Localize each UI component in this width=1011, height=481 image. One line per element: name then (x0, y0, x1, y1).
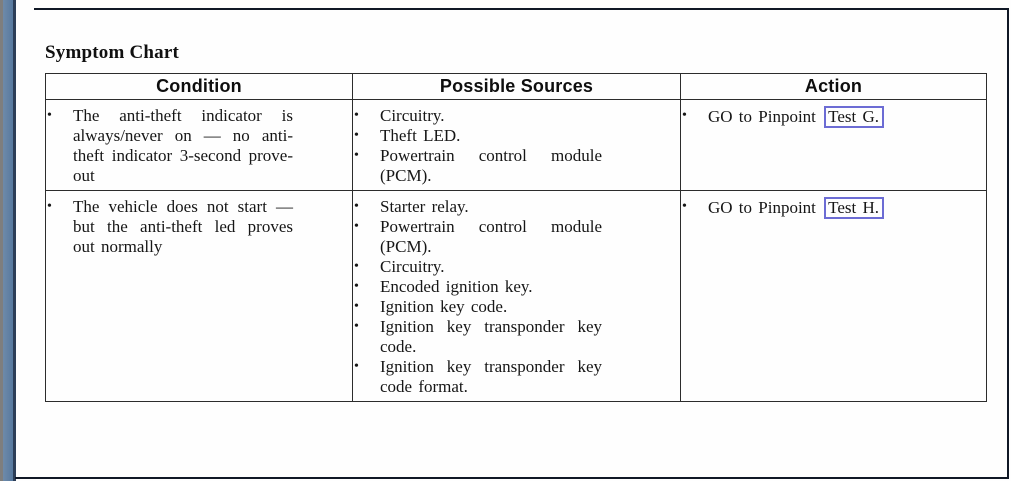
bullet-icon: • (354, 108, 359, 123)
source-text: Circuitry. (380, 106, 445, 125)
source-item: • Ignition key code. (353, 297, 674, 317)
bullet-icon: • (354, 128, 359, 143)
bullet-icon: • (354, 219, 359, 234)
source-item: • Ignition key transponder key code forma… (353, 357, 674, 397)
bullet-icon: • (47, 108, 52, 123)
page-border-right (1007, 8, 1009, 478)
page-border-top (34, 8, 1009, 10)
pinpoint-test-link[interactable]: Test H. (824, 197, 885, 219)
column-header-possible-sources: Possible Sources (352, 73, 681, 100)
source-item: • Powertrain control module (PCM). (353, 217, 674, 257)
symptom-table: Condition Possible Sources Action • The a… (45, 73, 987, 402)
bullet-icon: • (354, 299, 359, 314)
header-row: Condition Possible Sources Action (45, 73, 987, 100)
page-edge-shadow (0, 0, 3, 481)
action-text: GO to Pinpoint Test H. (708, 197, 885, 219)
table-row: • The anti-theft indicator is always/neve… (45, 99, 987, 191)
action-cell: • GO to Pinpoint Test G. (680, 99, 987, 191)
condition-cell: • The anti-theft indicator is always/neve… (45, 99, 353, 191)
condition-item: • The anti-theft indicator is always/neve… (46, 106, 346, 186)
sources-cell: • Circuitry. • Theft LED. • Powertrain contro… (352, 99, 681, 191)
action-text: GO to Pinpoint Test G. (708, 106, 885, 128)
source-item: • Circuitry. (353, 257, 674, 277)
bullet-icon: • (47, 199, 52, 214)
pinpoint-test-link[interactable]: Test G. (824, 106, 885, 128)
symptom-table-body: • The anti-theft indicator is always/neve… (45, 99, 987, 402)
binder-bar-line (13, 0, 16, 481)
source-item: • Powertrain control module (PCM). (353, 146, 674, 186)
bullet-icon: • (354, 148, 359, 163)
condition-text: The anti-theft indicator is always/never… (73, 106, 293, 185)
bullet-icon: • (682, 108, 687, 123)
action-item: • GO to Pinpoint Test H. (681, 197, 980, 219)
condition-text: The vehicle does not start — but the ant… (73, 197, 293, 256)
action-prefix: GO to Pinpoint (708, 107, 823, 126)
page-title: Symptom Chart (45, 42, 180, 63)
binder-bar (3, 0, 13, 481)
condition-cell: • The vehicle does not start — but the an… (45, 190, 353, 402)
bullet-icon: • (354, 279, 359, 294)
source-text: Circuitry. (380, 257, 445, 276)
source-item: • Encoded ignition key. (353, 277, 674, 297)
page-border-bottom (15, 477, 1009, 479)
source-text: Theft LED. (380, 126, 461, 145)
action-cell: • GO to Pinpoint Test H. (680, 190, 987, 402)
source-item: • Starter relay. (353, 197, 674, 217)
source-item: • Circuitry. (353, 106, 674, 126)
source-item: • Theft LED. (353, 126, 674, 146)
bullet-icon: • (682, 199, 687, 214)
column-header-action: Action (680, 73, 987, 100)
source-text: Ignition key transponder key code format… (380, 357, 602, 396)
action-prefix: GO to Pinpoint (708, 198, 823, 217)
source-text: Ignition key code. (380, 297, 508, 316)
bullet-icon: • (354, 319, 359, 334)
source-text: Starter relay. (380, 197, 469, 216)
bullet-icon: • (354, 259, 359, 274)
bullet-icon: • (354, 359, 359, 374)
column-header-condition: Condition (45, 73, 353, 100)
source-item: • Ignition key transponder key code. (353, 317, 674, 357)
table-row: • The vehicle does not start — but the an… (45, 190, 987, 402)
source-text: Encoded ignition key. (380, 277, 533, 296)
sources-cell: • Starter relay. • Powertrain control modul… (352, 190, 681, 402)
bullet-icon: • (354, 199, 359, 214)
source-text: Ignition key transponder key code. (380, 317, 602, 356)
source-text: Powertrain control module (PCM). (380, 217, 602, 256)
action-item: • GO to Pinpoint Test G. (681, 106, 980, 128)
source-text: Powertrain control module (PCM). (380, 146, 602, 185)
condition-item: • The vehicle does not start — but the an… (46, 197, 346, 257)
